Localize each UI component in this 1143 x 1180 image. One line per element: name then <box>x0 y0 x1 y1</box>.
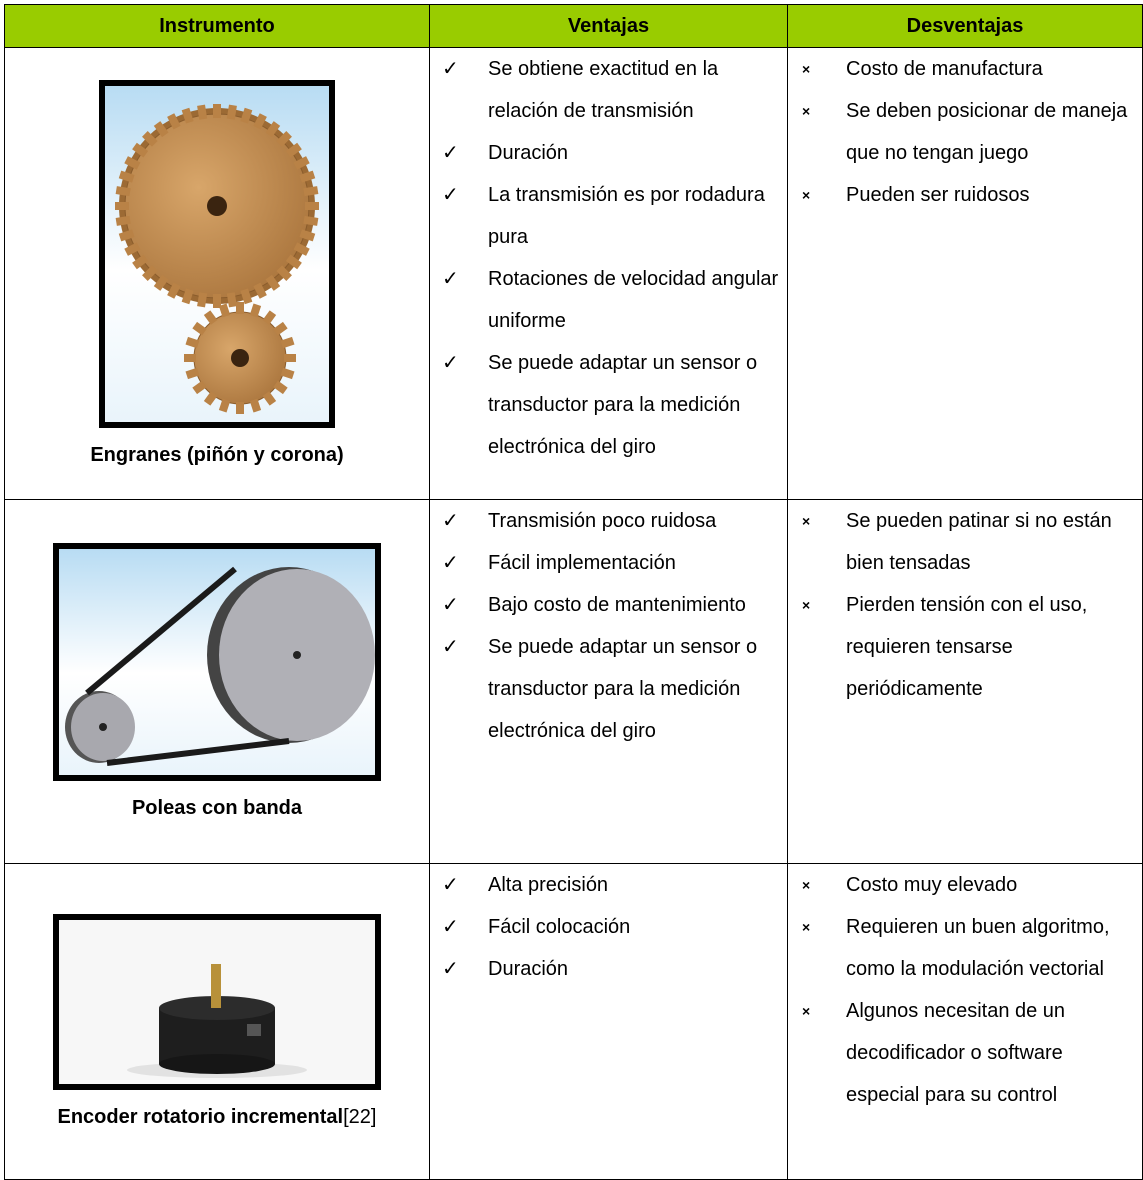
advantage-item: ✓Rotaciones de velocidad angular uniform… <box>430 258 787 342</box>
cross-icon: × <box>802 1003 811 1019</box>
check-icon: ✓ <box>442 268 459 290</box>
advantage-item: ✓Transmisión poco ruidosa <box>430 500 787 542</box>
disadvantages-cell: ×Costo de manufactura ×Se deben posicion… <box>787 47 1143 500</box>
check-icon: ✓ <box>442 58 459 80</box>
disadvantage-item: ×Costo muy elevado <box>788 864 1142 906</box>
header-instrument: Instrumento <box>4 4 430 48</box>
advantage-item: ✓Se obtiene exactitud en la relación de … <box>430 48 787 132</box>
advantage-item: ✓Fácil implementación <box>430 542 787 584</box>
check-icon: ✓ <box>442 636 459 658</box>
advantages-cell: ✓Alta precisión ✓Fácil colocación ✓Durac… <box>429 863 788 1180</box>
check-icon: ✓ <box>442 552 459 574</box>
cross-icon: × <box>802 597 811 613</box>
cross-icon: × <box>802 187 811 203</box>
cross-icon: × <box>802 877 811 893</box>
cross-icon: × <box>802 61 811 77</box>
disadvantage-item: ×Pierden tensión con el uso, requieren t… <box>788 584 1142 710</box>
check-icon: ✓ <box>442 916 459 938</box>
check-icon: ✓ <box>442 594 459 616</box>
disadvantage-item: ×Requieren un buen algoritmo, como la mo… <box>788 906 1142 990</box>
comparison-table: Instrumento Ventajas Desventajas <box>4 4 1143 1180</box>
advantage-item: ✓Bajo costo de mantenimiento <box>430 584 787 626</box>
header-advantages: Ventajas <box>429 4 788 48</box>
check-icon: ✓ <box>442 874 459 896</box>
table-row: Poleas con banda ✓Transmisión poco ruido… <box>4 499 1143 864</box>
header-disadvantages: Desventajas <box>787 4 1143 48</box>
advantages-cell: ✓Se obtiene exactitud en la relación de … <box>429 47 788 500</box>
disadvantage-item: ×Costo de manufactura <box>788 48 1142 90</box>
disadvantage-item: ×Algunos necesitan de un decodificador o… <box>788 990 1142 1116</box>
disadvantage-item: ×Se pueden patinar si no están bien tens… <box>788 500 1142 584</box>
advantage-item: ✓Se puede adaptar un sensor o transducto… <box>430 626 787 752</box>
pulleys-image <box>53 543 381 781</box>
instrument-cell: Encoder rotatorio incremental[22] <box>4 863 430 1180</box>
cross-icon: × <box>802 919 811 935</box>
disadvantage-item: ×Se deben posicionar de maneja que no te… <box>788 90 1142 174</box>
disadvantage-item: ×Pueden ser ruidosos <box>788 174 1142 216</box>
citation-ref: [22] <box>343 1106 377 1128</box>
advantage-item: ✓Duración <box>430 132 787 174</box>
check-icon: ✓ <box>442 142 459 164</box>
advantage-item: ✓Duración <box>430 948 787 990</box>
advantages-cell: ✓Transmisión poco ruidosa ✓Fácil impleme… <box>429 499 788 864</box>
advantage-item: ✓Fácil colocación <box>430 906 787 948</box>
cross-icon: × <box>802 513 811 529</box>
table-row: Engranes (piñón y corona) ✓Se obtiene ex… <box>4 47 1143 500</box>
disadvantages-cell: ×Se pueden patinar si no están bien tens… <box>787 499 1143 864</box>
cross-icon: × <box>802 103 811 119</box>
gears-image <box>99 80 335 428</box>
instrument-cell: Poleas con banda <box>4 499 430 864</box>
table-row: Encoder rotatorio incremental[22] ✓Alta … <box>4 863 1143 1180</box>
check-icon: ✓ <box>442 184 459 206</box>
header-row: Instrumento Ventajas Desventajas <box>4 4 1143 48</box>
instrument-caption: Engranes (piñón y corona) <box>90 444 344 466</box>
instrument-caption: Encoder rotatorio incremental[22] <box>57 1106 377 1128</box>
check-icon: ✓ <box>442 510 459 532</box>
instrument-cell: Engranes (piñón y corona) <box>4 47 430 500</box>
check-icon: ✓ <box>442 958 459 980</box>
advantage-item: ✓Se puede adaptar un sensor o transducto… <box>430 342 787 468</box>
disadvantages-cell: ×Costo muy elevado ×Requieren un buen al… <box>787 863 1143 1180</box>
encoder-image <box>53 914 381 1090</box>
advantage-item: ✓Alta precisión <box>430 864 787 906</box>
instrument-caption: Poleas con banda <box>131 797 303 819</box>
check-icon: ✓ <box>442 352 459 374</box>
advantage-item: ✓La transmisión es por rodadura pura <box>430 174 787 258</box>
